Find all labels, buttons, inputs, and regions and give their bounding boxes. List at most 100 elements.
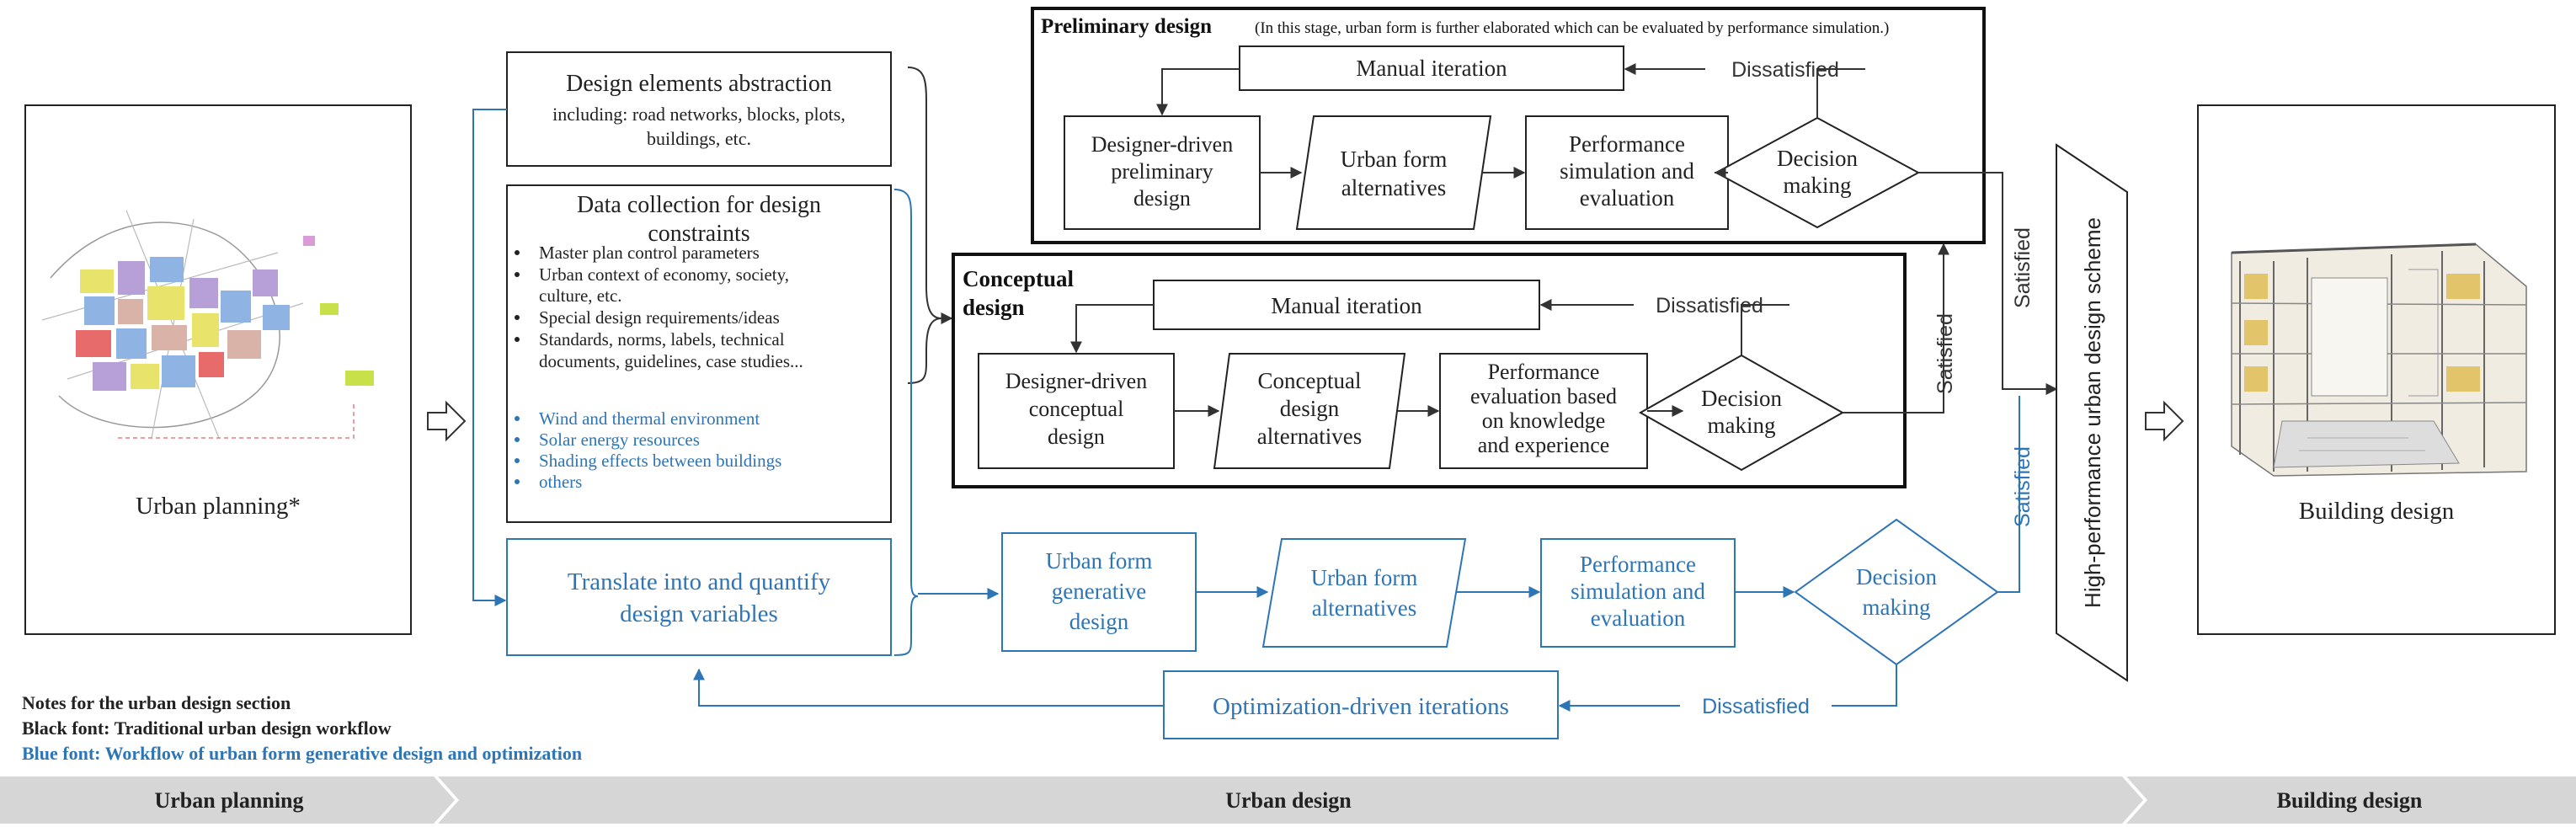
prelim-dissatisfied-label: Dissatisfied [1731, 58, 1839, 82]
bullet-item: Standards, norms, labels, technical [539, 329, 785, 349]
translate-line2: design variables [620, 600, 778, 627]
connector-line [1997, 396, 2020, 593]
translate-line1: Translate into and quantify [568, 568, 831, 595]
connector-line [1741, 304, 1789, 355]
concept-dissatisfied-label: Dissatisfied [1656, 294, 1763, 317]
generative-line: Urban form [1046, 548, 1153, 574]
scheme-label: High-performance urban design scheme [2080, 217, 2105, 608]
generative-performance-line: Performance [1580, 552, 1696, 577]
concept-performance-line: evaluation based [1470, 384, 1617, 408]
prelim-manual-iteration-box [1239, 45, 1624, 91]
bullet-dot [515, 315, 520, 320]
generative-performance-line: evaluation [1591, 606, 1686, 631]
bullet-dot [515, 416, 520, 421]
concept-alternatives-line: Conceptual [1258, 368, 1362, 393]
concept-designer-box [978, 353, 1175, 469]
prelim-performance-line: simulation and [1560, 158, 1694, 184]
translate-box [506, 538, 892, 656]
prelim-satisfied-label: Satisfied [2011, 227, 2035, 308]
design-elements-line1: including: road networks, blocks, plots, [552, 104, 845, 125]
connector-line [693, 668, 1164, 707]
urban-planning-caption: Urban planning* [136, 493, 301, 520]
concept-performance-line: on knowledge [1482, 408, 1606, 433]
hollow-arrow-icon [2145, 400, 2184, 442]
concept-manual-iteration-box [1153, 280, 1540, 330]
band-label-urban-planning: Urban planning [154, 788, 303, 813]
concept-decision-line: Decision [1701, 386, 1782, 411]
data-collection-title2: constraints [648, 221, 749, 247]
design-elements-box [506, 51, 892, 167]
prelim-decision-diamond [1714, 116, 1921, 229]
blue-bullet-item: Wind and thermal environment [539, 408, 760, 429]
bullet-dot [515, 337, 520, 342]
generative-alternatives-line: Urban form [1311, 565, 1418, 590]
generative-decision-line: making [1863, 595, 1931, 620]
brace-blue [893, 189, 919, 656]
concept-decision-line: making [1708, 413, 1776, 438]
band-label-urban-design: Urban design [1225, 788, 1352, 813]
prelim-alternatives-line: Urban form [1341, 147, 1448, 172]
connector-line [1156, 68, 1240, 116]
generative-line: design [1069, 609, 1129, 634]
prelim-designer-line: design [1133, 186, 1191, 211]
connector-line [1918, 172, 2058, 395]
prelim-manual-iteration-label: Manual iteration [1356, 56, 1507, 81]
concept-decision-diamond [1638, 354, 1845, 472]
concept-designer-line: conceptual [1029, 397, 1124, 421]
concept-manual-iteration-label: Manual iteration [1271, 293, 1422, 318]
connector-line [472, 109, 507, 606]
concept-performance-line: Performance [1488, 360, 1600, 384]
urban-planning-map-image [41, 210, 374, 439]
building-section-image [2231, 243, 2527, 477]
preliminary-note: (In this stage, urban form is further el… [1255, 19, 1889, 37]
prelim-decision-line: making [1784, 173, 1852, 198]
generative-decision-line: Decision [1856, 564, 1937, 590]
band-urban-planning [0, 776, 455, 824]
data-collection-box [506, 184, 892, 523]
generative-dissatisfied-label: Dissatisfied [1702, 695, 1810, 718]
bullet-dot [515, 479, 520, 484]
bullet-dot [515, 250, 520, 255]
prelim-decision-line: Decision [1777, 146, 1858, 171]
generative-decision-diamond [1794, 518, 1999, 666]
concept-satisfied-label: Satisfied [1933, 313, 1957, 394]
concept-alternatives-line: alternatives [1257, 424, 1362, 449]
concept-performance-line: and experience [1478, 433, 1610, 457]
connector-line [1832, 664, 1897, 707]
blue-bullet-item: others [539, 472, 582, 492]
data-collection-title1: Data collection for design [577, 192, 821, 218]
blue-bullet-item: Shading effects between buildings [539, 451, 781, 471]
generative-satisfied-label: Satisfied [2011, 446, 2035, 527]
band-urban-design [438, 776, 2143, 824]
notes-title: Notes for the urban design section [22, 692, 291, 713]
prelim-performance-box [1525, 115, 1729, 230]
stage-band: Urban planning Urban design Building des… [0, 776, 2576, 824]
optimization-label: Optimization-driven iterations [1213, 693, 1509, 720]
bullet-item: Special design requirements/ideas [539, 307, 780, 328]
notes-black: Black font: Traditional urban design wor… [22, 718, 392, 739]
connector-line [1816, 68, 1865, 118]
bullet-dot [515, 458, 520, 463]
concept-alternatives-shape [1213, 353, 1406, 469]
band-label-building-design: Building design [2277, 788, 2423, 813]
prelim-performance-line: Performance [1569, 131, 1685, 157]
concept-designer-line: Designer-driven [1005, 369, 1147, 393]
prelim-designer-line: Designer-driven [1091, 132, 1233, 157]
building-design-caption: Building design [2299, 498, 2455, 525]
optimization-iterations-box [1163, 670, 1559, 739]
generative-alternatives-line: alternatives [1312, 595, 1416, 621]
generative-performance-line: simulation and [1571, 579, 1705, 604]
concept-performance-box [1439, 353, 1648, 469]
bullet-item: Master plan control parameters [539, 243, 760, 263]
prelim-alternatives-shape [1295, 115, 1492, 230]
bullet-dot [515, 437, 520, 442]
concept-designer-line: design [1048, 424, 1105, 449]
preliminary-title: Preliminary design [1041, 15, 1212, 38]
bullet-dot [515, 272, 520, 277]
brace-black [907, 67, 942, 384]
blue-bullet-item: Solar energy resources [539, 430, 700, 450]
band-building-design [2126, 776, 2576, 824]
design-elements-title: Design elements abstraction [566, 71, 832, 97]
scheme-box [2056, 143, 2128, 682]
